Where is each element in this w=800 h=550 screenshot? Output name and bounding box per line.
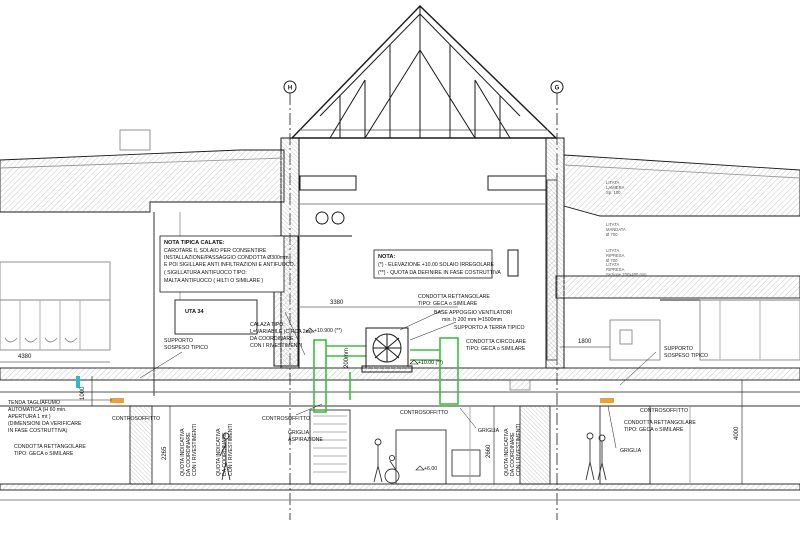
axis-h-label: H [288,86,292,92]
far-right-note: LITATA [606,262,619,267]
dim-3380: 3380 [330,300,344,306]
uta-box: UTA 34 [174,299,258,335]
orange-marker-right [600,398,614,403]
dim-4000: 4000 [734,426,740,440]
ground-floor [129,405,691,485]
leader-lines [40,309,657,449]
condotta-rett-top: TIPO: GECA o SIMILARE [418,301,478,307]
dimensions: 3380 4380 1800 1000 4000 2660 2265 200mm [0,300,743,484]
calaza-label: CALAZA TIPO: [250,322,285,328]
condotta-circ: TIPO: GECA o SIMILARE [466,346,526,352]
quota-indicativa: DA COORDINARE [222,432,228,476]
quota-indicativa: QUOTA INDICATIVA [504,428,510,476]
controsoffitto-label: CONTROSOFFITTO [640,408,688,414]
annotation-labels: CALAZA TIPO: L=VARIABILE (CIRCA 2m) DA C… [8,180,708,476]
condotta-circ: CONDOTTA CIRCOLARE [466,339,527,345]
calaza-label: CON I RIVESTIMENTI [250,343,302,349]
condotta-rett-left: CONDOTTA RETTANGOLARE [14,444,86,450]
far-right-note: Sezione 700x400 mm [606,272,647,277]
note-tipica-line: ( SIGILLATURA ANTIFUOCO TIPO: [164,270,247,276]
note-line: (*) - ELEVAZIONE +10.00 SOLAIO IRREGOLAR… [378,262,494,268]
condotta-rett-top: CONDOTTA RETTANGOLARE [418,294,490,300]
far-right-note: RIPRESA [606,267,625,272]
far-right-note: LAMIERA [606,185,625,190]
dim-2660: 2660 [486,444,492,458]
axis-g-label: G [555,86,560,92]
dim-4380: 4380 [18,354,32,360]
quota-indicativa: CON I RIVESTIMENTI [192,424,198,476]
supporto-right: SOSPESO TIPICO [664,353,708,359]
elev-10000: +10.00 (**) [418,360,443,366]
far-right-note: Ø 700 [606,232,618,237]
far-right-note: Sp. 100 [606,190,621,195]
condotta-rett-right: TIPO: GECA o SIMILARE [624,427,684,433]
far-right-note: LITATA [606,180,619,185]
far-right-note: LITATA [606,248,619,253]
human-figures [219,432,607,484]
floor-slab [0,367,800,501]
elev-10900: +10.900 (**) [314,328,342,334]
calaza-label: DA COORDINARE [250,336,294,342]
central-block [273,137,565,369]
quota-indicativa: QUOTA INDICATIVA [180,428,186,476]
elevations: +10.900 (**) +10.00 (**) +6.00 [305,327,443,472]
quota-indicativa: CON I RIVESTIMENTI [516,424,522,476]
note-tipica-line: NOTA TIPICA CALATE: [164,240,225,246]
griglia-aspirazione: GRIGLIA [288,430,310,436]
supporto-terra: SUPPORTO A TERRA TIPICO [454,325,525,331]
note-tipica-line: MALTA ANTIFUOCO ( HILTI O SIMILARE ) [164,278,263,284]
condotta-rett-left: TIPO: GECA o SIMILARE [14,451,74,457]
elev-600: +6.00 [424,466,437,472]
cyan-marker [76,376,80,388]
duct-section-box [509,379,531,391]
griglia-aspirazione: ASPIRAZIONE [288,437,323,443]
orange-marker-left [110,398,124,403]
dim-200mm: 200mm [344,348,350,368]
controsoffitto-label: CONTROSOFFITTO [112,416,160,422]
note-tipica-line: CAROTARE IL SOLAIO PER CONSENTIRE [164,248,267,254]
note-line: NOTA: [378,254,395,260]
dim-1800: 1800 [578,339,592,345]
supporto-left: SOSPESO TIPICO [164,345,208,351]
quota-indicativa: CON I RIVESTIMENTI [228,424,234,476]
griglia-label: GRIGLIA [620,448,642,454]
tenda-label: APERTURA 1 mt ) [8,414,51,420]
dim-2265: 2265 [162,446,168,460]
note-tipica-line: E POI SIGILLARE ANTI INFILTRAZIONI E ANT… [164,262,295,268]
quota-indicativa: DA COORDINARE [186,432,192,476]
quota-indicativa: QUOTA INDICATIVA [216,428,222,476]
right-wing [555,154,800,361]
note-line: (**) - QUOTA DA DEFINIRE IN FASE COSTRUT… [378,270,501,276]
far-right-note: LITATA [606,222,619,227]
far-right-note: MANDATA [606,227,626,232]
controsoffitto-label: CONTROSOFFITTO [400,410,448,416]
far-right-note: Ø 700 [606,258,618,263]
note-tipica-line: INSTALLAZIONE/PASSAGGIO CONDOTTA Ø300mm [164,255,289,261]
dim-1000: 1000 [80,386,86,400]
tenda-label: AUTOMATICA (H 60 min. [8,407,67,413]
griglia-label: GRIGLIA [478,428,500,434]
calaza-label: L=VARIABILE (CIRCA 2m) [250,329,312,335]
tenda-label: IN FASE COSTRUTTIVA) [8,428,68,434]
tenda-label: (DIMENSIONI DA VERIFICARE [8,421,82,427]
supporto-right: SUPPORTO [664,346,693,352]
note-tipica-box: NOTA TIPICA CALATE: CAROTARE IL SOLAIO P… [159,235,295,293]
uta-label: UTA 34 [185,309,205,315]
tenda-label: TENDA TAGLIAFUMO [8,400,60,406]
fan-unit [361,327,413,373]
quota-indicativa: DA COORDINARE [510,432,516,476]
note-box: NOTA: (*) - ELEVAZIONE +10.00 SOLAIO IRR… [373,249,501,279]
condotta-rett-right: CONDOTTA RETTANGOLARE [624,420,696,426]
controsoffitto-label: CONTROSOFFITTO [262,416,310,422]
ductwork [313,337,459,413]
base-appoggio: min. h 200 mm l=1500mm [442,317,502,323]
supporto-left: SUPPORTO [164,338,193,344]
roof-truss [290,5,558,139]
base-appoggio: BASE APPOGGIO VENTILATORI [434,310,512,316]
far-right-note: RIPRESA [606,253,625,258]
